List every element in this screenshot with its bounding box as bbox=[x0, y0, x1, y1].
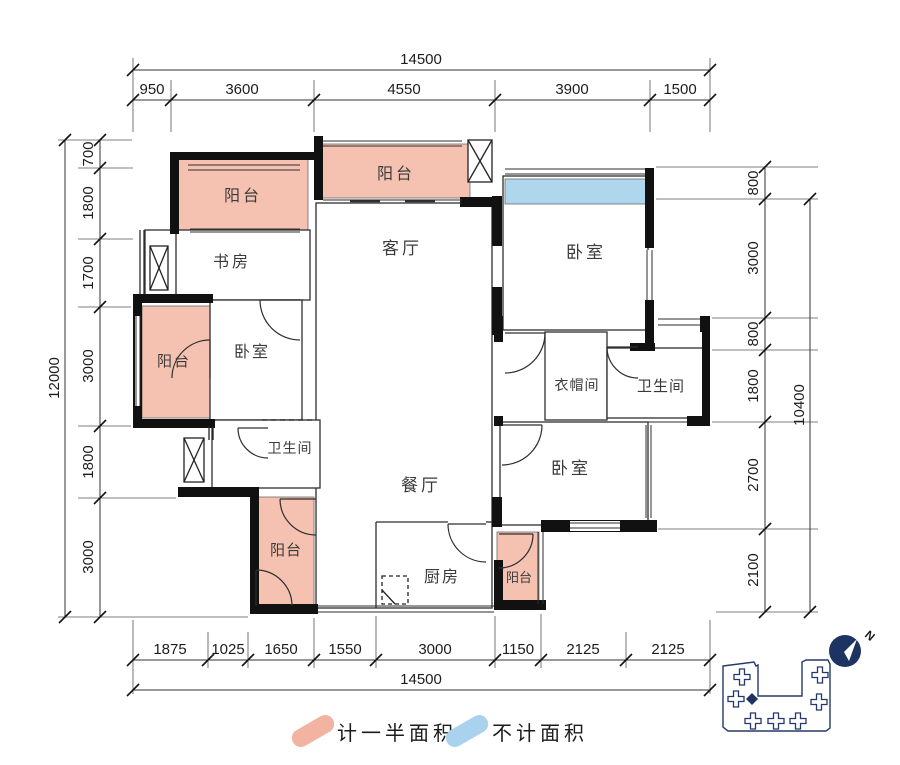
dim-left-seg-3: 3000 bbox=[80, 349, 97, 382]
bedroom-bottom-right-box bbox=[499, 421, 649, 526]
room-label-balcony-bottom-right: 阳台 bbox=[506, 570, 532, 585]
dimension-lines bbox=[64, 69, 811, 691]
room-label-bedroom-top-right: 卧室 bbox=[566, 243, 606, 262]
compass-arrow-icon bbox=[835, 639, 857, 661]
dim-right-seg-0: 800 bbox=[745, 170, 762, 195]
legend-half-area-label: 计一半面积 bbox=[337, 722, 457, 745]
dim-top-seg-2: 4550 bbox=[387, 81, 420, 98]
room-label-balcony-top-left: 阳台 bbox=[224, 187, 262, 205]
dim-bottom-seg-7: 2125 bbox=[651, 641, 684, 658]
dim-right-seg-5: 2100 bbox=[745, 553, 762, 586]
site-plan-unit-marker bbox=[746, 693, 758, 705]
dim-bottom-seg-0: 1875 bbox=[153, 641, 186, 658]
dim-left-seg-1: 1800 bbox=[80, 186, 97, 219]
dim-top-seg-3: 3900 bbox=[555, 81, 588, 98]
room-label-bathroom-left: 卫生间 bbox=[268, 440, 313, 456]
room-label-living-room: 客厅 bbox=[382, 239, 422, 258]
room-label-bathroom-right: 卫生间 bbox=[637, 378, 685, 395]
room-outlines bbox=[139, 175, 707, 609]
cloakroom-box bbox=[544, 331, 608, 421]
dim-bottom-seg-1: 1025 bbox=[211, 641, 244, 658]
windows-layer bbox=[135, 140, 700, 613]
dim-left-seg-5: 3000 bbox=[80, 540, 97, 573]
dimension-labels: 14500 950 3600 4550 3900 1500 1875 1025 … bbox=[46, 51, 808, 688]
site-plan bbox=[722, 659, 831, 732]
dim-bottom-total: 14500 bbox=[400, 671, 442, 688]
dim-right-seg-4: 2700 bbox=[745, 458, 762, 491]
living-dining-box bbox=[315, 202, 493, 609]
dim-right-seg-3: 1800 bbox=[745, 369, 762, 402]
dim-bottom-seg-4: 3000 bbox=[418, 641, 451, 658]
dim-left-seg-4: 1800 bbox=[80, 445, 97, 478]
room-label-bedroom-bottom-right: 卧室 bbox=[551, 459, 591, 478]
shaft-window-icon bbox=[183, 437, 205, 483]
dim-bottom-seg-2: 1650 bbox=[264, 641, 297, 658]
bathroom-left-box bbox=[211, 419, 321, 489]
dim-right-total: 10400 bbox=[791, 384, 808, 426]
dim-top-seg-0: 950 bbox=[139, 81, 164, 98]
dim-bottom-seg-5: 1150 bbox=[502, 641, 534, 658]
legend-half-area-swatch bbox=[291, 715, 335, 747]
dim-left-total: 12000 bbox=[46, 357, 63, 399]
bay-window-no-area-fill bbox=[504, 178, 650, 205]
doors-layer bbox=[171, 299, 639, 607]
balcony-top-center-fill bbox=[319, 143, 471, 199]
room-label-dining-room: 餐厅 bbox=[401, 476, 441, 495]
dim-top-seg-1: 3600 bbox=[225, 81, 258, 98]
legend-no-area-swatch bbox=[445, 715, 489, 747]
kitchen-fixture bbox=[381, 575, 409, 605]
room-label-bedroom-left: 卧室 bbox=[234, 343, 270, 361]
room-labels: 阳台 书房 阳台 客厅 卧室 阳台 卧室 卫生间 衣帽间 卫生间 卧室 餐厅 厨… bbox=[157, 165, 685, 586]
shaft-symbols bbox=[149, 139, 493, 605]
compass: N bbox=[829, 628, 878, 667]
dim-top-seg-4: 1500 bbox=[663, 81, 696, 98]
compass-north-label: N bbox=[862, 628, 878, 644]
dim-right-seg-2: 800 bbox=[745, 321, 762, 346]
dim-bottom-seg-6: 2125 bbox=[566, 641, 599, 658]
shaft-window-icon bbox=[149, 245, 169, 291]
bedroom-left-box bbox=[209, 299, 303, 421]
room-label-balcony-left: 阳台 bbox=[157, 353, 191, 370]
dim-bottom-seg-3: 1550 bbox=[328, 641, 361, 658]
room-label-cloakroom: 衣帽间 bbox=[555, 377, 600, 393]
dim-left-seg-2: 1700 bbox=[80, 256, 97, 289]
room-label-balcony-bottom-left: 阳台 bbox=[270, 542, 302, 559]
legend: 计一半面积 不计面积 bbox=[291, 715, 588, 747]
room-label-study: 书房 bbox=[213, 253, 251, 271]
dim-top-total: 14500 bbox=[400, 51, 442, 68]
room-label-balcony-top-center: 阳台 bbox=[377, 165, 415, 183]
shaft-window-icon bbox=[467, 139, 493, 183]
dim-left-seg-0: 700 bbox=[80, 141, 97, 166]
legend-no-area-label: 不计面积 bbox=[492, 722, 588, 745]
room-label-kitchen: 厨房 bbox=[424, 568, 460, 586]
dim-right-seg-1: 3000 bbox=[745, 241, 762, 274]
